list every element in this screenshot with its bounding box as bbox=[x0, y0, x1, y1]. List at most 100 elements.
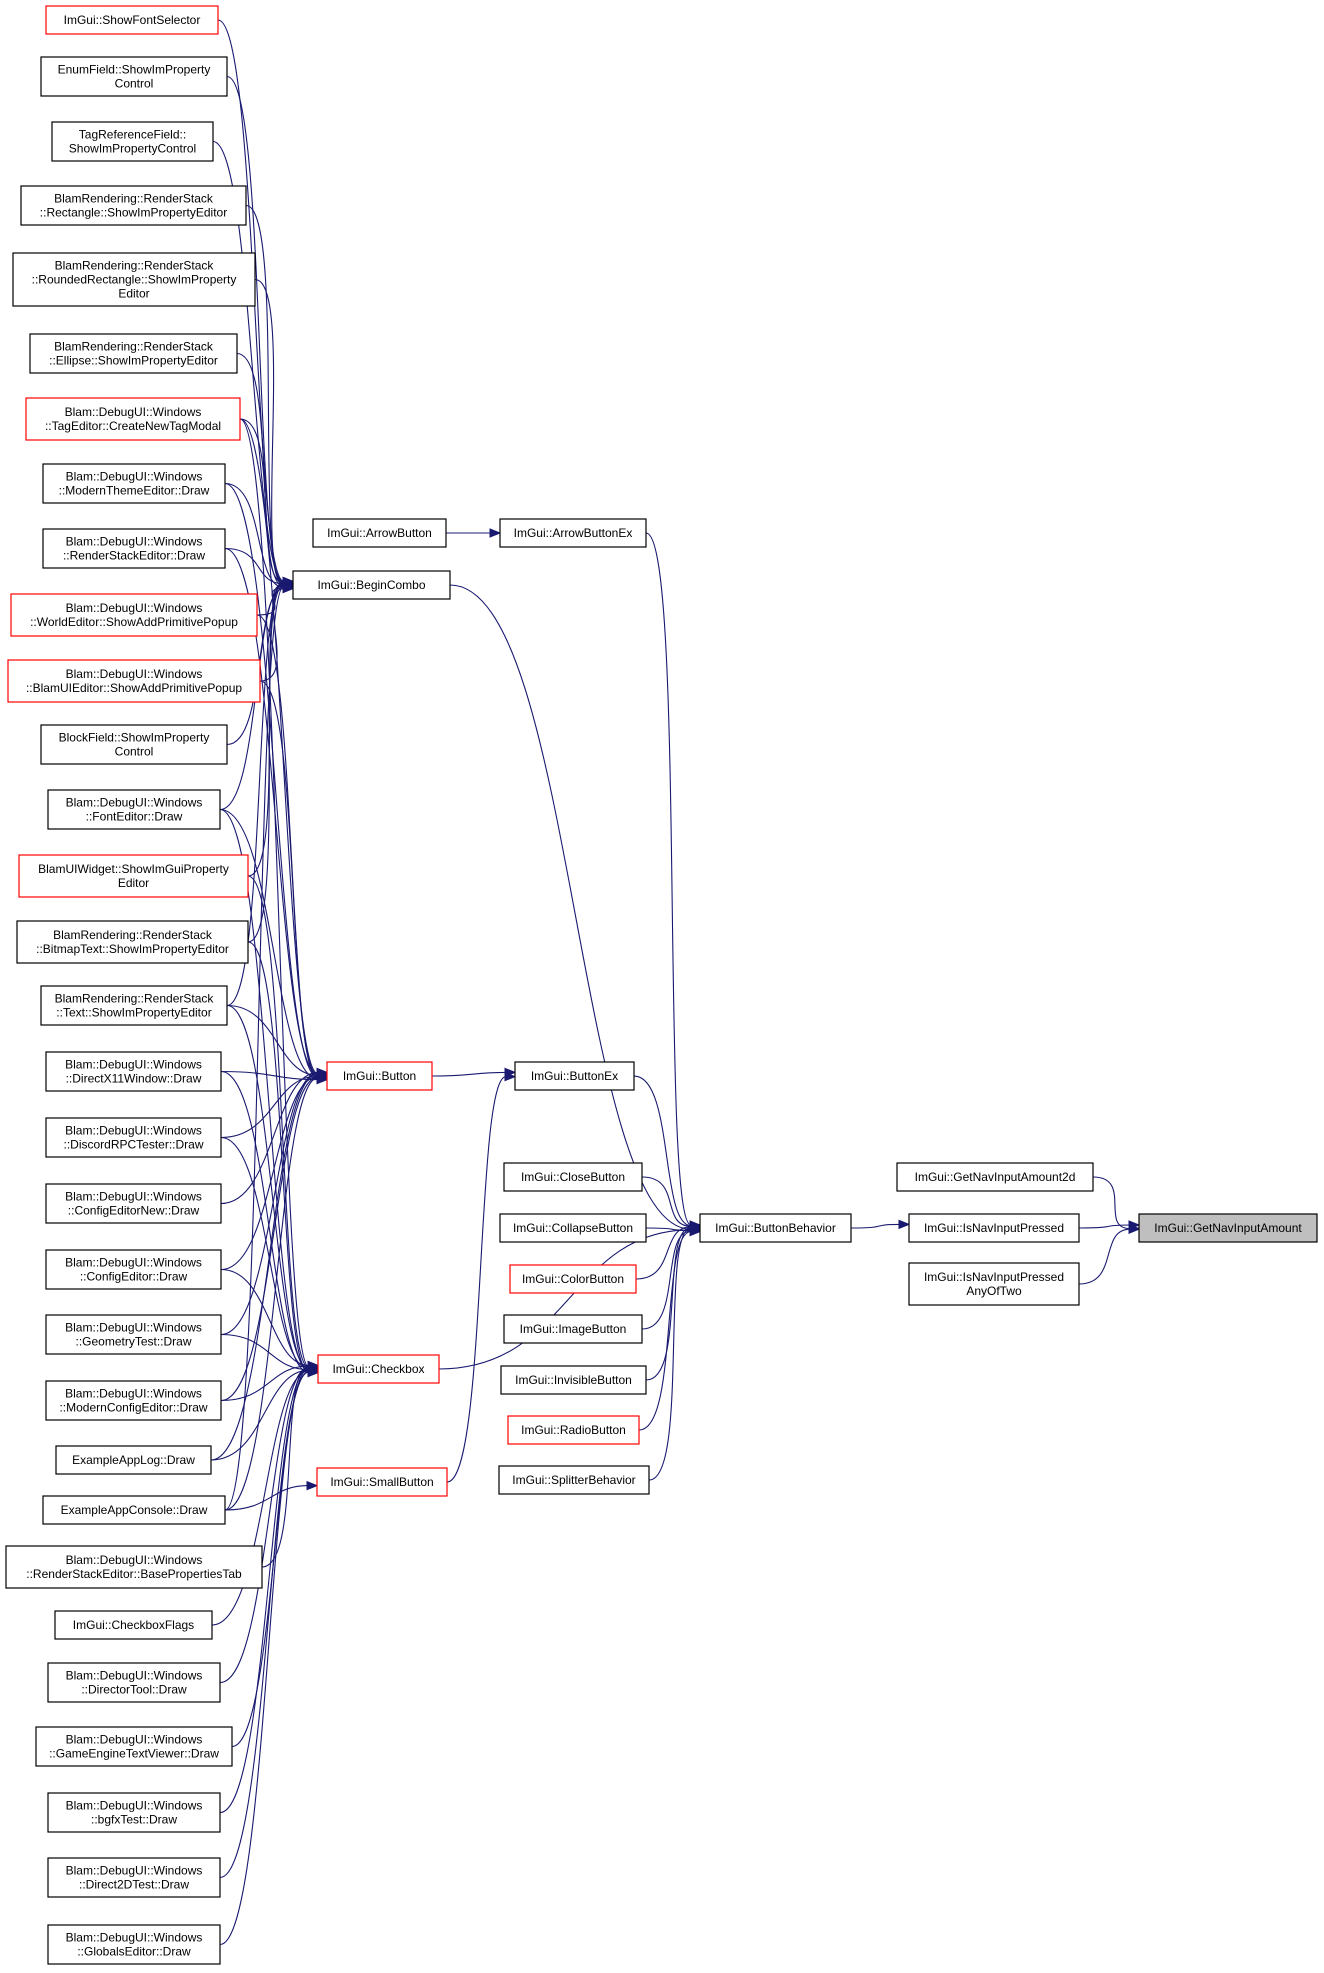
edge-line bbox=[247, 585, 285, 943]
node-box bbox=[908, 1262, 1080, 1306]
edge-line bbox=[224, 1077, 319, 1511]
edge-configEditorNew-to-button bbox=[220, 1067, 329, 1205]
node-label: BlamRendering::RenderStack bbox=[54, 340, 214, 354]
node-label: ::RenderStackEditor::Draw bbox=[63, 549, 205, 563]
edge-line bbox=[645, 532, 692, 1226]
node-gameEngineText[interactable]: Blam::DebugUI::Windows::GameEngineTextVi… bbox=[35, 1726, 233, 1767]
node-exampleAppLog[interactable]: ExampleAppLog::Draw bbox=[55, 1445, 212, 1475]
node-label: Blam::DebugUI::Windows bbox=[66, 667, 203, 681]
node-geometryTest[interactable]: Blam::DebugUI::Windows::GeometryTest::Dr… bbox=[45, 1314, 222, 1355]
edge-line bbox=[224, 547, 285, 585]
node-enumField[interactable]: EnumField::ShowImPropertyControl bbox=[40, 56, 228, 97]
node-button[interactable]: ImGui::Button bbox=[326, 1061, 433, 1091]
node-box bbox=[503, 1314, 643, 1344]
node-box bbox=[1138, 1213, 1318, 1243]
edge-line bbox=[211, 1370, 310, 1626]
node-smallButton[interactable]: ImGui::SmallButton bbox=[316, 1467, 448, 1497]
node-modernTheme[interactable]: Blam::DebugUI::Windows::ModernThemeEdito… bbox=[42, 463, 226, 504]
node-box bbox=[10, 593, 258, 637]
edge-exampleAppConsole-to-button bbox=[224, 1073, 329, 1511]
node-label: ::DirectX11Window::Draw bbox=[66, 1072, 202, 1086]
edge-worldEditor-to-button bbox=[256, 614, 329, 1084]
node-getNavInputAmount[interactable]: ImGui::GetNavInputAmount bbox=[1138, 1213, 1318, 1243]
node-box bbox=[45, 1380, 222, 1421]
node-box bbox=[45, 1117, 222, 1158]
node-direct2DTest[interactable]: Blam::DebugUI::Windows::Direct2DTest::Dr… bbox=[47, 1857, 221, 1898]
node-tagRefField[interactable]: TagReferenceField::ShowImPropertyControl bbox=[51, 121, 214, 162]
node-modernConfig[interactable]: Blam::DebugUI::Windows::ModernConfigEdit… bbox=[45, 1380, 222, 1421]
node-getNavInputAmount2d[interactable]: ImGui::GetNavInputAmount2d bbox=[896, 1162, 1094, 1192]
node-label: ImGui::SmallButton bbox=[330, 1475, 433, 1489]
edge-line bbox=[226, 1004, 310, 1369]
node-label: Blam::DebugUI::Windows bbox=[66, 601, 203, 615]
node-box bbox=[47, 1792, 221, 1833]
node-arrowButton[interactable]: ImGui::ArrowButton bbox=[312, 518, 447, 548]
node-bgfxTest[interactable]: Blam::DebugUI::Windows::bgfxTest::Draw bbox=[47, 1792, 221, 1833]
node-label: Blam::DebugUI::Windows bbox=[66, 1864, 203, 1878]
edge-beginCombo-to-buttonBehavior bbox=[449, 584, 702, 1234]
node-label: ImGui::GetNavInputAmount2d bbox=[915, 1170, 1076, 1184]
edge-line bbox=[247, 941, 310, 1373]
arrowhead bbox=[282, 581, 295, 591]
edge-line bbox=[219, 1366, 310, 1684]
arrowhead bbox=[307, 1363, 320, 1374]
edge-line bbox=[645, 1227, 692, 1231]
node-checkbox[interactable]: ImGui::Checkbox bbox=[317, 1354, 440, 1384]
node-label: Editor bbox=[118, 876, 149, 890]
node-arrowButtonEx[interactable]: ImGui::ArrowButtonEx bbox=[499, 518, 647, 548]
edge-line bbox=[220, 1075, 319, 1139]
node-tagEditorModal[interactable]: Blam::DebugUI::Windows::TagEditor::Creat… bbox=[25, 397, 241, 441]
node-closeButton[interactable]: ImGui::CloseButton bbox=[503, 1162, 643, 1192]
node-buttonBehavior[interactable]: ImGui::ButtonBehavior bbox=[699, 1213, 852, 1243]
edge-buttonEx-to-buttonBehavior bbox=[633, 1075, 702, 1231]
node-discordRPC[interactable]: Blam::DebugUI::Windows::DiscordRPCTester… bbox=[45, 1117, 222, 1158]
node-box bbox=[45, 5, 219, 35]
node-renderStackEd[interactable]: Blam::DebugUI::Windows::RenderStackEdito… bbox=[42, 528, 226, 569]
node-imageButton[interactable]: ImGui::ImageButton bbox=[503, 1314, 643, 1344]
node-label: ::GameEngineTextViewer::Draw bbox=[49, 1747, 219, 1761]
node-radioButton[interactable]: ImGui::RadioButton bbox=[507, 1415, 640, 1445]
node-exampleAppConsole[interactable]: ExampleAppConsole::Draw bbox=[42, 1495, 226, 1525]
node-blockField[interactable]: BlockField::ShowImPropertyControl bbox=[40, 724, 228, 765]
node-blamUIEditor[interactable]: Blam::DebugUI::Windows::BlamUIEditor::Sh… bbox=[7, 659, 261, 703]
node-label: ::BlamUIEditor::ShowAddPrimitivePopup bbox=[26, 681, 242, 695]
node-label: ShowImPropertyControl bbox=[69, 142, 196, 156]
node-directorTool[interactable]: Blam::DebugUI::Windows::DirectorTool::Dr… bbox=[47, 1662, 221, 1703]
node-worldEditor[interactable]: Blam::DebugUI::Windows::WorldEditor::Sho… bbox=[10, 593, 258, 637]
node-label: Blam::DebugUI::Windows bbox=[66, 470, 203, 484]
node-collapseButton[interactable]: ImGui::CollapseButton bbox=[499, 1213, 647, 1243]
node-rsRoundedRect[interactable]: BlamRendering::RenderStack::RoundedRecta… bbox=[12, 252, 256, 307]
node-beginCombo[interactable]: ImGui::BeginCombo bbox=[292, 570, 451, 600]
node-globalsEditor[interactable]: Blam::DebugUI::Windows::GlobalsEditor::D… bbox=[47, 1924, 221, 1965]
node-splitterBehavior[interactable]: ImGui::SplitterBehavior bbox=[498, 1465, 650, 1495]
edge-line bbox=[239, 418, 285, 584]
edge-line bbox=[446, 1076, 507, 1483]
node-showFontSelector[interactable]: ImGui::ShowFontSelector bbox=[45, 5, 219, 35]
node-rsBaseProps[interactable]: Blam::DebugUI::Windows::RenderStackEdito… bbox=[5, 1545, 263, 1589]
node-isNavInputPressed[interactable]: ImGui::IsNavInputPressed bbox=[908, 1213, 1080, 1243]
node-buttonEx[interactable]: ImGui::ButtonEx bbox=[514, 1061, 635, 1091]
node-configEditorNew[interactable]: Blam::DebugUI::Windows::ConfigEditorNew:… bbox=[45, 1183, 222, 1224]
node-rsRectangle[interactable]: BlamRendering::RenderStack::Rectangle::S… bbox=[20, 185, 247, 226]
node-configEditor[interactable]: Blam::DebugUI::Windows::ConfigEditor::Dr… bbox=[45, 1249, 222, 1290]
node-box bbox=[896, 1162, 1094, 1192]
node-box bbox=[51, 121, 214, 162]
node-fontEditor[interactable]: Blam::DebugUI::Windows::FontEditor::Draw bbox=[47, 789, 221, 830]
node-invisibleButton[interactable]: ImGui::InvisibleButton bbox=[500, 1365, 647, 1395]
node-directX11[interactable]: Blam::DebugUI::Windows::DirectX11Window:… bbox=[45, 1051, 222, 1092]
node-label: ::ModernConfigEditor::Draw bbox=[59, 1401, 207, 1415]
node-label: Blam::DebugUI::Windows bbox=[66, 1669, 203, 1683]
node-box bbox=[20, 185, 247, 226]
edge-line bbox=[449, 584, 692, 1230]
node-label: ImGui::GetNavInputAmount bbox=[1154, 1221, 1302, 1235]
arrowhead bbox=[1128, 1224, 1141, 1234]
node-colorButton[interactable]: ImGui::ColorButton bbox=[509, 1264, 637, 1294]
edge-line bbox=[219, 808, 319, 1080]
node-rsBitmapText[interactable]: BlamRendering::RenderStack::BitmapText::… bbox=[16, 920, 249, 964]
node-rsEllipse[interactable]: BlamRendering::RenderStack::Ellipse::Sho… bbox=[29, 333, 238, 374]
node-box bbox=[45, 1183, 222, 1224]
node-checkboxFlags[interactable]: ImGui::CheckboxFlags bbox=[54, 1610, 213, 1640]
node-rsText[interactable]: BlamRendering::RenderStack::Text::ShowIm… bbox=[40, 985, 228, 1026]
